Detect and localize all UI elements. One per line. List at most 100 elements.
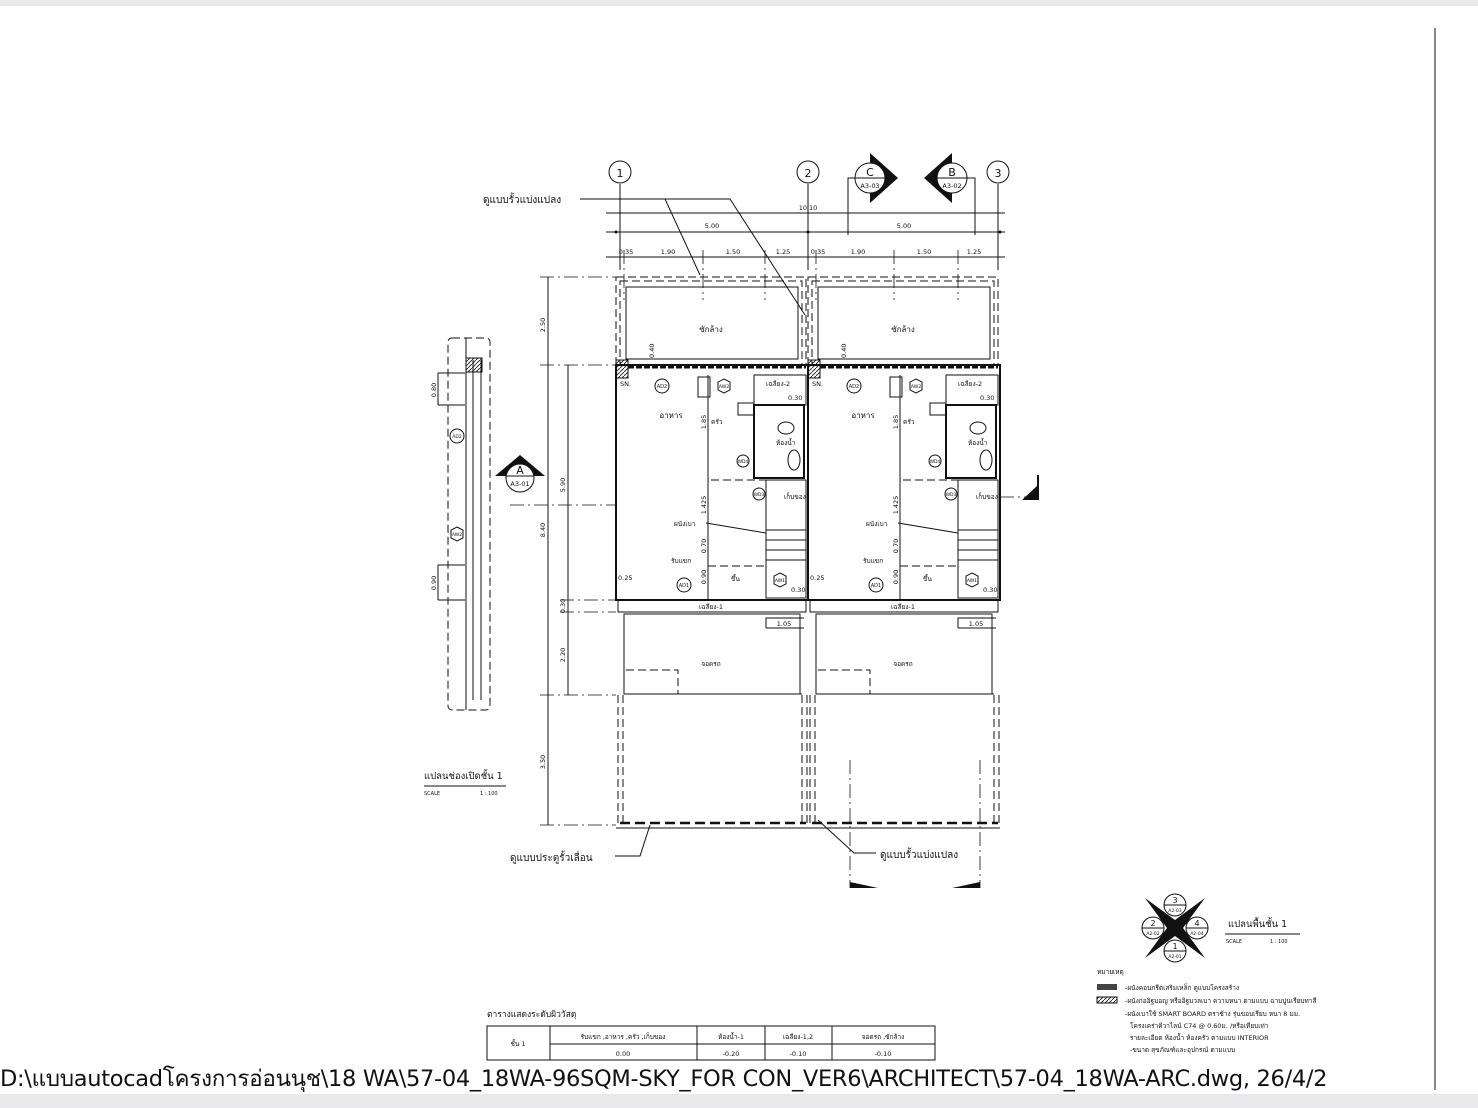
- viewer-top-bar: [0, 0, 1478, 6]
- viewer-bottom-bar: [0, 1094, 1478, 1108]
- svg-text:A3-02: A3-02: [942, 182, 961, 190]
- svg-text:อาหาร: อาหาร: [659, 411, 683, 420]
- bathroom: [753, 404, 805, 479]
- svg-text:รับแขก: รับแขก: [671, 557, 691, 565]
- svg-text:0.90: 0.90: [700, 570, 708, 584]
- svg-text:0.30: 0.30: [559, 599, 567, 613]
- svg-text:1.90: 1.90: [851, 248, 865, 256]
- svg-text:0.30: 0.30: [980, 394, 994, 402]
- section-cut-right: [1000, 475, 1039, 500]
- svg-text:3: 3: [995, 167, 1002, 180]
- svg-text:1.50: 1.50: [726, 248, 740, 256]
- svg-text:เฉลียง-1: เฉลียง-1: [891, 603, 915, 611]
- svg-text:ผนังเบา: ผนังเบา: [674, 520, 696, 528]
- svg-text:รับแขก ,อาหาร ,ครัว ,เก็บของ: รับแขก ,อาหาร ,ครัว ,เก็บของ: [581, 1032, 666, 1041]
- svg-text:จอดรถ ,ซักล้าง: จอดรถ ,ซักล้าง: [862, 1033, 905, 1041]
- level-table: ตารางแสดงระดับผิววัสดุ ชั้น 1 รับแขก ,อา…: [486, 1010, 936, 1061]
- svg-text:0.40: 0.40: [840, 344, 848, 358]
- svg-text:WD3: WD3: [946, 492, 957, 498]
- svg-text:A2-01: A2-01: [1168, 954, 1181, 960]
- svg-text:0.80: 0.80: [430, 383, 438, 397]
- svg-text:0.30: 0.30: [983, 586, 997, 594]
- svg-text:แปลนพื้นชั้น 1: แปลนพื้นชั้น 1: [1228, 917, 1287, 930]
- svg-text:SCALE: SCALE: [1226, 939, 1242, 945]
- svg-text:A2-04: A2-04: [1190, 931, 1203, 937]
- svg-text:ครัว: ครัว: [903, 418, 915, 426]
- section-key-symbol: 3A2-03 2A2-02 4A2-04 1A2-01: [1141, 893, 1209, 963]
- svg-text:-ผนังเบาใช้ SMART BOARD ตราช้า: -ผนังเบาใช้ SMART BOARD ตราช้าง รุ่นขอบเ…: [1125, 1010, 1300, 1018]
- svg-text:A2-02: A2-02: [1146, 931, 1159, 937]
- svg-text:เฉลียง-1: เฉลียง-1: [699, 603, 723, 611]
- svg-text:A2-03: A2-03: [1168, 908, 1181, 914]
- svg-text:SN.: SN.: [620, 380, 631, 388]
- leader-fence-bottom: ดูแบบรั้วแบ่งแปลง: [817, 819, 958, 861]
- svg-text:B: B: [948, 166, 956, 179]
- svg-text:-ผนังก่ออิฐมอญ หรืออิฐมวลเบา ค: -ผนังก่ออิฐมอญ หรืออิฐมวลเบา ความหนา ตาม…: [1125, 997, 1316, 1005]
- svg-text:ดูแบบรั้วแบ่งแปลง: ดูแบบรั้วแบ่งแปลง: [880, 847, 958, 861]
- opening-plan-title: แปลนช่องเปิดชั้น 1 SCALE 1 : 100: [424, 769, 506, 797]
- svg-text:0.00: 0.00: [616, 1050, 630, 1058]
- svg-text:2: 2: [805, 167, 812, 180]
- svg-text:3.50: 3.50: [539, 755, 547, 769]
- svg-text:รายละเอียด ห้องน้ำ ห้องครัว ตา: รายละเอียด ห้องน้ำ ห้องครัว ตามแบบ INTER…: [1130, 1033, 1269, 1042]
- svg-text:ห้องน้ำ-1: ห้องน้ำ-1: [718, 1032, 744, 1041]
- notes: หมายเหตุ -ผนังคอนกรีตเสริมเหล็ก ดูแบบโคร…: [1096, 968, 1316, 1054]
- svg-text:โครงเคร่าคิวาไลน์ C74 @ 0.60ม.: โครงเคร่าคิวาไลน์ C74 @ 0.60ม. /หรือเทีย…: [1130, 1022, 1269, 1030]
- svg-text:จอดรถ: จอดรถ: [893, 660, 912, 668]
- svg-text:0.30: 0.30: [788, 394, 802, 402]
- svg-text:AD1: AD1: [679, 583, 689, 589]
- house-outline: [615, 364, 809, 601]
- svg-text:2.20: 2.20: [559, 648, 567, 662]
- svg-text:แปลนช่องเปิดชั้น 1: แปลนช่องเปิดชั้น 1: [424, 769, 503, 782]
- svg-text:เฉลียง-2: เฉลียง-2: [766, 380, 790, 388]
- svg-text:8.40: 8.40: [539, 523, 547, 537]
- svg-text:ขึ้น: ขึ้น: [923, 574, 932, 583]
- svg-text:ดูแบบรั้วแบ่งแปลง: ดูแบบรั้วแบ่งแปลง: [483, 192, 561, 206]
- svg-text:1.90: 1.90: [661, 248, 675, 256]
- svg-text:ผนังเบา: ผนังเบา: [866, 520, 888, 528]
- svg-text:0.70: 0.70: [700, 539, 708, 553]
- svg-text:ขึ้น: ขึ้น: [731, 574, 740, 583]
- svg-text:0.35: 0.35: [811, 248, 825, 256]
- svg-text:ห้องน้ำ: ห้องน้ำ: [968, 438, 988, 447]
- leader-sliding-gate: ดูแบบประตูรั้วเลื่อน: [510, 824, 651, 864]
- svg-text:เก็บของ: เก็บของ: [784, 492, 806, 501]
- dimension-vertical-inner: 5.90 0.30 2.20: [510, 365, 616, 695]
- grid-bubble-3: 3: [986, 160, 1010, 270]
- file-path-stamp: D:\แบบautocadโครงการอ่อนนุช\18 WA\57-04_…: [0, 1066, 1328, 1092]
- svg-text:5.00: 5.00: [705, 222, 719, 230]
- rc-wall-legend-swatch: [1097, 984, 1117, 990]
- svg-text:-ผนังคอนกรีตเสริมเหล็ก ดูแบบโค: -ผนังคอนกรีตเสริมเหล็ก ดูแบบโครงสร้าง: [1125, 983, 1239, 992]
- section-marker-b: B A3-02: [924, 153, 976, 235]
- svg-text:0.90: 0.90: [430, 576, 438, 590]
- dimension-vertical-outer: 2.50 8.40 3.50: [539, 276, 616, 826]
- svg-text:AW2: AW2: [719, 384, 729, 390]
- svg-text:5.00: 5.00: [897, 222, 911, 230]
- svg-text:1.05: 1.05: [777, 620, 791, 628]
- svg-text:1: 1: [1172, 942, 1177, 951]
- svg-text:WD4: WD4: [930, 459, 941, 465]
- svg-text:ดูแบบประตูรั้วเลื่อน: ดูแบบประตูรั้วเลื่อน: [510, 850, 593, 864]
- svg-text:อาหาร: อาหาร: [851, 411, 875, 420]
- grid-bubble-1: 1: [608, 160, 632, 270]
- svg-text:C: C: [866, 166, 874, 179]
- brick-wall-legend-swatch: [1096, 996, 1118, 1004]
- svg-text:-0.10: -0.10: [790, 1050, 807, 1058]
- svg-text:SN.: SN.: [812, 380, 823, 388]
- svg-text:ซักล้าง: ซักล้าง: [891, 325, 915, 334]
- svg-text:5.90: 5.90: [559, 478, 567, 492]
- svg-text:1 : 100: 1 : 100: [480, 791, 498, 797]
- stair: [765, 479, 807, 599]
- svg-text:WD4: WD4: [738, 459, 749, 465]
- svg-text:1.425: 1.425: [892, 496, 900, 515]
- svg-text:-0.20: -0.20: [723, 1050, 740, 1058]
- svg-text:เฉลียง-1,2: เฉลียง-1,2: [783, 1033, 813, 1041]
- grid-bubble-2: 2: [796, 160, 820, 270]
- svg-text:A3-03: A3-03: [860, 182, 879, 190]
- svg-text:0.25: 0.25: [618, 574, 632, 582]
- svg-text:0.90: 0.90: [892, 570, 900, 584]
- svg-text:AW2: AW2: [452, 532, 462, 538]
- room-laundry: ซักล้าง: [699, 325, 723, 334]
- svg-text:เฉลียง-2: เฉลียง-2: [958, 380, 982, 388]
